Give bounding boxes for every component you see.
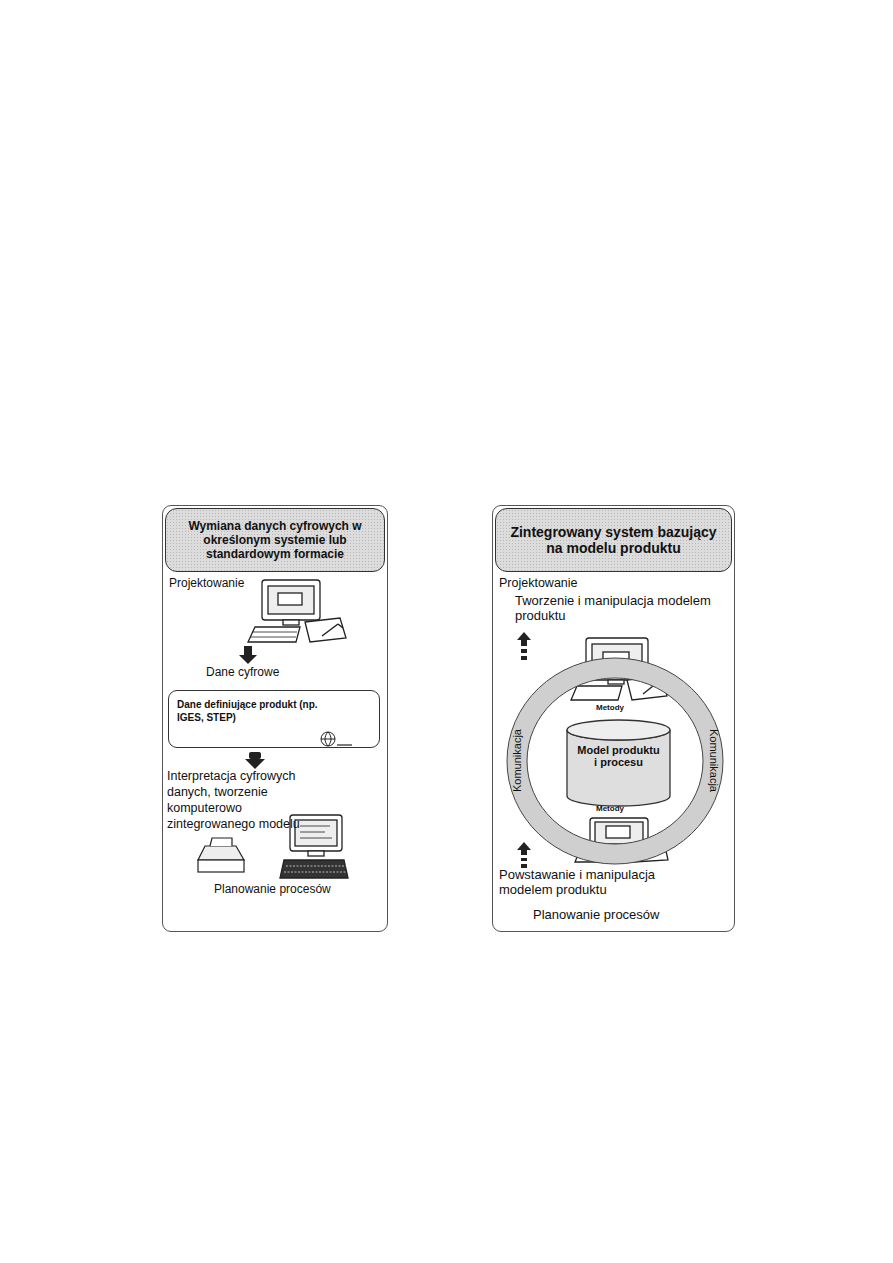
step-label: Projektowanie (499, 576, 619, 590)
down-arrow (239, 646, 257, 664)
computer-icon (248, 580, 346, 642)
double-arrow (517, 632, 531, 660)
data-box: Dane definiujące produkt (np. IGES, STEP… (168, 690, 380, 748)
step-label: Planowanie procesów (214, 882, 384, 896)
step-label: Planowanie procesów (533, 907, 703, 922)
step-label: Dane cyfrowe (206, 665, 336, 679)
double-arrow (517, 842, 531, 868)
communication-ring: Model produktu i procesu Komunikacja Komun… (497, 656, 733, 870)
box-text: Dane definiujące produkt (np. IGES, STEP… (177, 698, 337, 724)
step-label: Interpretacja cyfrowych danych, tworzeni… (167, 768, 303, 832)
step-label: Projektowanie (169, 576, 279, 590)
cylinder-text: Model produktu i procesu (566, 744, 671, 768)
step-label: Tworzenie i manipulacja modelem produktu (515, 593, 715, 623)
ring-label: Komunikacja (707, 706, 720, 816)
ring-label: Komunikacja (511, 706, 524, 816)
panel-header: Zintegrowany system bazujący na modelu p… (495, 508, 732, 572)
step-label: Metody (596, 804, 646, 813)
globe-icon (321, 732, 352, 746)
model-cylinder: Model produktu i procesu (566, 720, 671, 806)
process-panel: Dane definiujące produkt (np. IGES, STEP… (162, 505, 388, 932)
panel-header: Wymiana danych cyfrowych w określonym sy… (165, 508, 385, 572)
down-arrow (245, 752, 265, 769)
step-label: Powstawanie i manipulacja modelem produk… (499, 867, 689, 897)
printer-icon (198, 838, 244, 872)
step-label: Metody (596, 703, 646, 712)
process-panel: Model produktu i procesu Komunikacja Komun… (492, 505, 735, 932)
